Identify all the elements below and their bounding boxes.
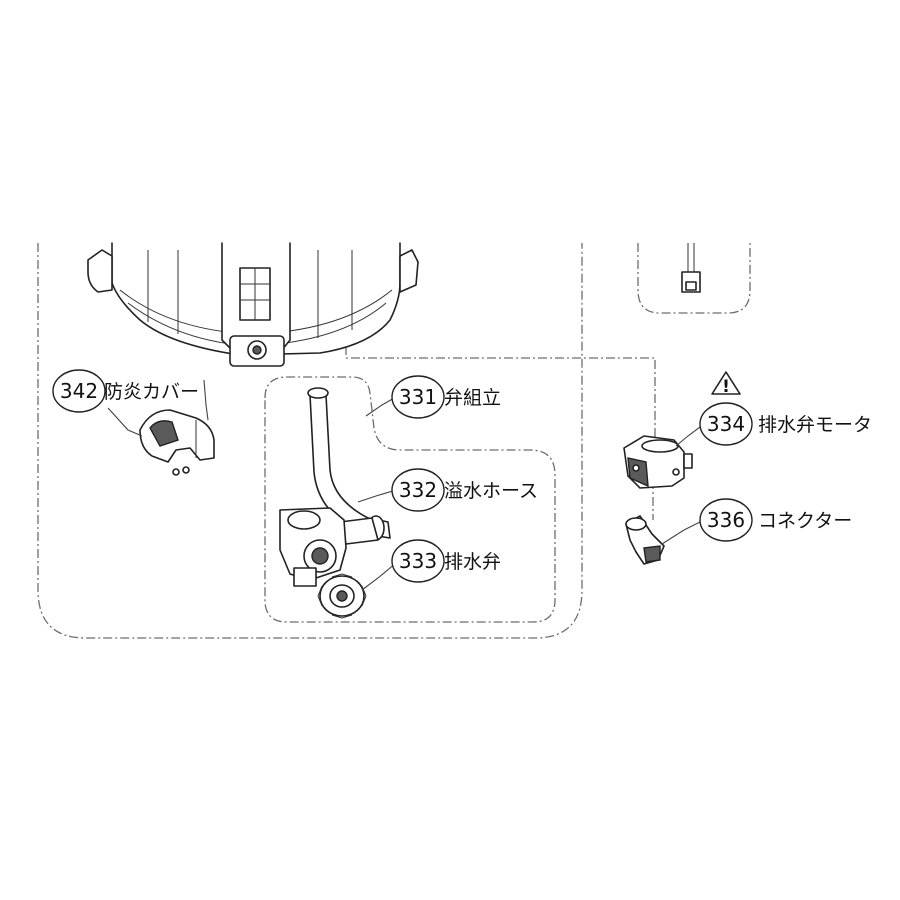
warning-icon: ! <box>711 371 741 397</box>
motor-connection-line <box>345 346 656 440</box>
top-connector-wire <box>681 243 701 293</box>
callout-333-number: 333 <box>399 549 437 573</box>
top-right-boundary <box>637 243 751 314</box>
leader-334 <box>675 423 705 447</box>
leader-342 <box>107 407 143 437</box>
callout-331-number: 331 <box>399 385 437 409</box>
leader-331 <box>365 396 397 417</box>
callout-336-number: 336 <box>707 508 745 532</box>
leader-342-bracket <box>203 379 209 421</box>
callout-334-number: 334 <box>707 412 745 436</box>
connector-part <box>625 515 665 565</box>
drain-valve-part <box>317 573 367 619</box>
callout-331-label: 弁組立 <box>444 387 501 409</box>
callout-331: 331 弁組立 <box>391 375 501 419</box>
leader-336 <box>661 519 705 545</box>
callout-334-label: 排水弁モータ <box>758 414 872 436</box>
drain-motor-part <box>623 435 693 489</box>
callout-333-label: 排水弁 <box>444 551 501 573</box>
fire-cover-part <box>139 409 215 476</box>
callout-333: 333 排水弁 <box>391 539 501 583</box>
callout-342-label: 防炎カバー <box>104 381 199 403</box>
callout-336: 336 コネクター <box>699 498 852 542</box>
leader-332 <box>357 489 397 503</box>
leader-333 <box>361 562 397 591</box>
callout-342-number: 342 <box>60 379 98 403</box>
warning-symbol: ! <box>722 377 730 397</box>
tub-bottom <box>87 242 419 367</box>
callout-336-label: コネクター <box>758 510 852 532</box>
callout-332: 332 溢水ホース <box>391 468 538 512</box>
callout-332-number: 332 <box>399 478 437 502</box>
main-group-boundary <box>37 243 583 639</box>
callout-332-label: 溢水ホース <box>444 480 538 502</box>
callout-334: 334 排水弁モータ <box>699 402 872 446</box>
valve-body-part <box>279 507 347 587</box>
callout-342: 342 防炎カバー <box>52 369 199 413</box>
valve-assembly-boundary <box>264 376 556 623</box>
